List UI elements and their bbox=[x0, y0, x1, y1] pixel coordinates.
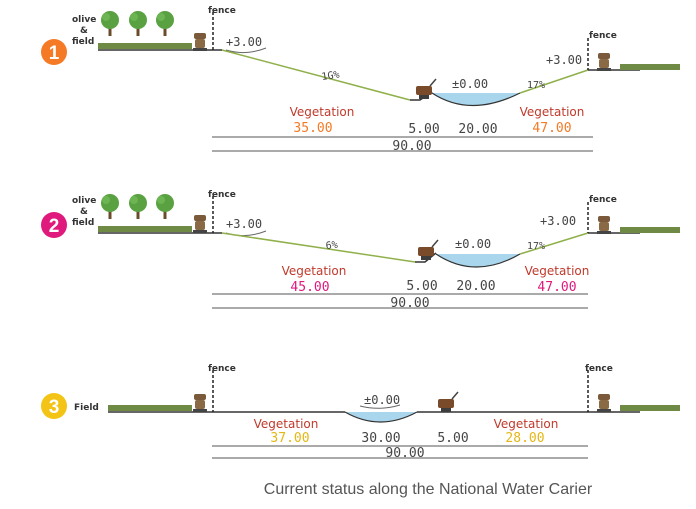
elevation-left: +3.00 bbox=[226, 217, 262, 231]
field-strip-icon bbox=[108, 405, 192, 411]
fence-post-icon bbox=[597, 394, 611, 412]
tree-icon bbox=[101, 11, 119, 36]
section-badge-2-number: 2 bbox=[49, 216, 60, 237]
fence-label-left: fence bbox=[208, 6, 236, 16]
tree-icon bbox=[101, 194, 119, 219]
field-strip-icon bbox=[620, 227, 680, 233]
vegetation-right-value: 28.00 bbox=[505, 431, 544, 446]
svg-text:&: & bbox=[80, 207, 88, 217]
pump-icon bbox=[417, 239, 439, 261]
dimension-a: 5.00 bbox=[406, 279, 437, 294]
elevation-left: +3.00 bbox=[226, 35, 262, 49]
field-strip-icon bbox=[98, 226, 192, 232]
slope-left-label: 6% bbox=[325, 240, 338, 252]
section-badge-3 bbox=[41, 393, 67, 419]
total-dimension: 90.00 bbox=[392, 139, 431, 154]
vegetation-right-label: Vegetation bbox=[525, 264, 590, 278]
water-channel-icon bbox=[435, 253, 521, 268]
water-channel-icon bbox=[431, 92, 521, 107]
slope-right-label: 17% bbox=[527, 241, 545, 252]
total-dimension: 90.00 bbox=[390, 296, 429, 311]
tree-icon bbox=[156, 11, 174, 36]
field-strip-icon bbox=[620, 64, 680, 70]
tree-icon bbox=[129, 194, 147, 219]
left-label-field: field bbox=[72, 37, 94, 47]
dimension-b: 20.00 bbox=[458, 122, 497, 137]
pump-icon bbox=[415, 78, 437, 100]
field-strip-icon bbox=[98, 43, 192, 49]
fence-post-icon bbox=[597, 53, 611, 71]
vegetation-left-label: Vegetation bbox=[290, 105, 355, 119]
dimension-a: 5.00 bbox=[408, 122, 439, 137]
section-badge-1 bbox=[41, 39, 67, 65]
slope-left bbox=[221, 232, 416, 263]
slope-left bbox=[221, 49, 411, 101]
section-badge-1-number: 1 bbox=[49, 43, 60, 64]
stepping-elevation-icon bbox=[225, 47, 267, 54]
section-badge-2 bbox=[41, 212, 67, 238]
svg-text:olive: olive bbox=[72, 196, 96, 206]
tree-icon bbox=[129, 11, 147, 36]
elevation-center: ±0.00 bbox=[452, 77, 488, 91]
left-label-amp: & bbox=[80, 26, 88, 36]
vegetation-left-value: 35.00 bbox=[293, 121, 332, 136]
vegetation-right-label: Vegetation bbox=[520, 105, 585, 119]
section-badge-3-number: 3 bbox=[49, 397, 60, 418]
section-2: 2 olive & field fence +3.00 6% ±0.00 17%… bbox=[41, 190, 680, 311]
fence-post-icon bbox=[597, 216, 611, 234]
fence-label-right: fence bbox=[589, 31, 617, 41]
dimension-a: 30.00 bbox=[361, 431, 400, 446]
total-dimension: 90.00 bbox=[385, 446, 424, 461]
elevation-right: +3.00 bbox=[546, 53, 582, 67]
pump-icon bbox=[437, 391, 459, 413]
elevation-center: ±0.00 bbox=[364, 393, 400, 407]
tree-icon bbox=[156, 194, 174, 219]
fence-label-right: fence bbox=[585, 364, 613, 374]
diagram-caption: Current status along the National Water … bbox=[264, 481, 593, 498]
slope-left-label: 1G% bbox=[321, 70, 340, 83]
slope-right-label: 17% bbox=[527, 80, 545, 91]
dimension-b: 20.00 bbox=[456, 279, 495, 294]
section-3: 3 Field fence ±0.00 fence Vegetation 37.… bbox=[41, 364, 680, 461]
svg-text:field: field bbox=[72, 218, 94, 228]
fence-label-left: fence bbox=[208, 364, 236, 374]
dimension-b: 5.00 bbox=[437, 431, 468, 446]
vegetation-left-label: Vegetation bbox=[282, 264, 347, 278]
elevation-center: ±0.00 bbox=[455, 237, 491, 251]
elevation-right: +3.00 bbox=[540, 214, 576, 228]
left-label-field: Field bbox=[74, 403, 99, 413]
slope-right bbox=[519, 69, 589, 94]
vegetation-right-value: 47.00 bbox=[537, 280, 576, 295]
vegetation-right-value: 47.00 bbox=[532, 121, 571, 136]
section-1: 1 olive & field fence +3.00 1G% ±0.00 17… bbox=[41, 6, 680, 154]
fence-label-right: fence bbox=[589, 195, 617, 205]
fence-label-left: fence bbox=[208, 190, 236, 200]
fence-post-icon bbox=[193, 33, 207, 51]
fence-post-icon bbox=[193, 394, 207, 412]
water-channel-icon bbox=[344, 411, 418, 423]
field-strip-icon bbox=[620, 405, 680, 411]
vegetation-right-label: Vegetation bbox=[494, 417, 559, 431]
left-label-olive: olive bbox=[72, 15, 96, 25]
vegetation-left-value: 37.00 bbox=[270, 431, 309, 446]
vegetation-left-label: Vegetation bbox=[254, 417, 319, 431]
slope-right bbox=[519, 232, 589, 255]
vegetation-left-value: 45.00 bbox=[290, 280, 329, 295]
fence-post-icon bbox=[193, 215, 207, 233]
